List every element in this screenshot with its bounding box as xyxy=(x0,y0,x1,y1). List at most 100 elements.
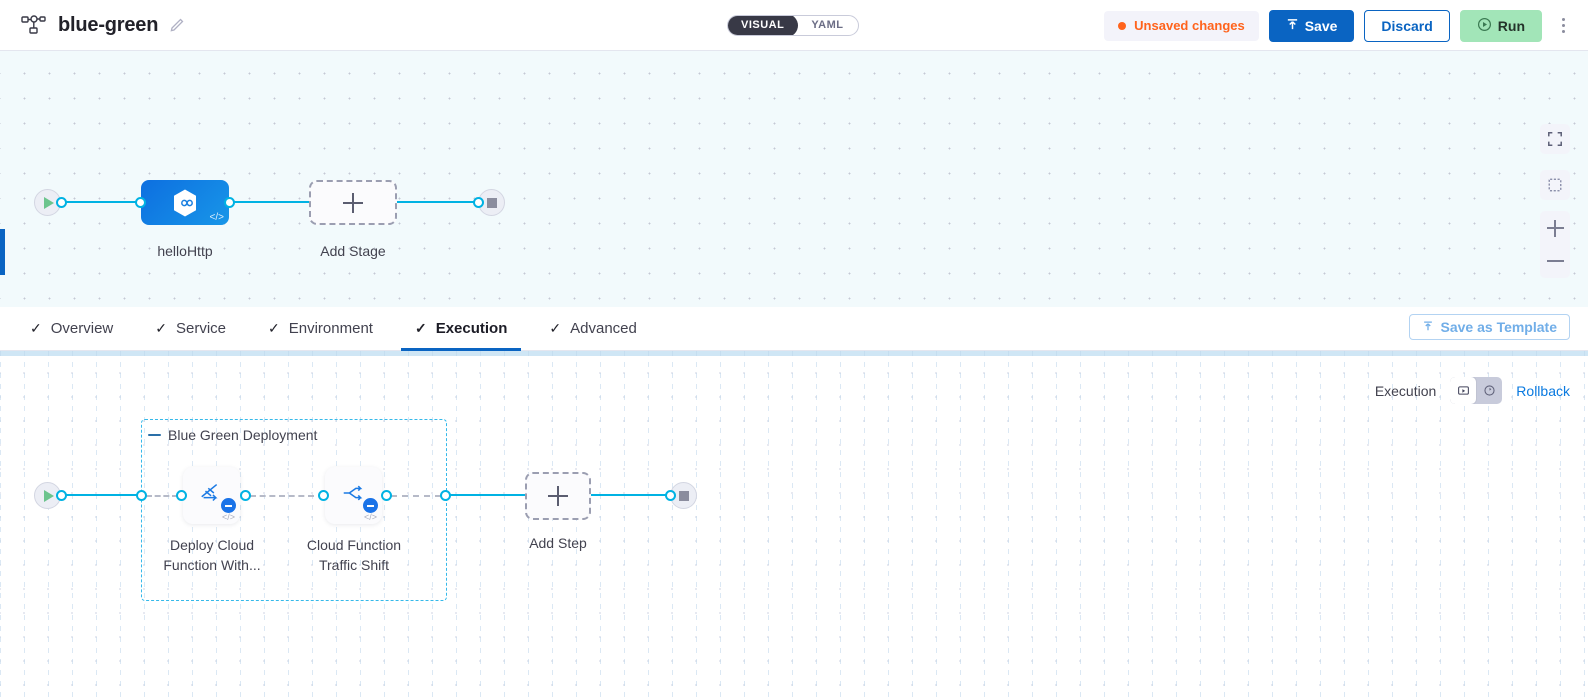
code-icon: </> xyxy=(221,512,235,522)
save-as-template-button[interactable]: Save as Template xyxy=(1408,314,1570,340)
save-button-label: Save xyxy=(1304,17,1338,34)
zoom-out-icon[interactable] xyxy=(1540,245,1570,278)
header-actions: Unsaved changes Save Discard Run xyxy=(1104,0,1574,51)
edge-start-to-group xyxy=(62,494,140,496)
tab-service-label: Service xyxy=(175,320,227,337)
check-icon: ✓ xyxy=(414,320,427,336)
edge-group-in-to-step1 xyxy=(146,495,178,497)
canvas-left-accent xyxy=(0,229,5,275)
rollback-link[interactable]: Rollback xyxy=(1516,382,1570,399)
execution-mode-toolbar: Execution Rollback xyxy=(1375,377,1570,404)
pipeline-icon xyxy=(21,15,47,35)
start-node-port[interactable] xyxy=(56,197,67,208)
execution-mode-label: Execution xyxy=(1374,382,1437,399)
stage-node-hellohttp[interactable]: </> xyxy=(141,180,229,225)
harness-hexagon-icon xyxy=(171,188,199,218)
step-group-blue-green-deployment[interactable] xyxy=(141,419,447,601)
plus-icon xyxy=(548,486,568,506)
play-start-icon xyxy=(44,196,54,209)
edge-start-to-stage xyxy=(62,201,146,203)
step-group-title[interactable]: Blue Green Deployment xyxy=(148,427,317,443)
zoom-in-icon[interactable] xyxy=(1540,212,1570,245)
header-left-group: blue-green xyxy=(0,14,185,37)
execution-end-port[interactable] xyxy=(665,490,676,501)
save-upload-icon xyxy=(1286,18,1299,34)
execution-canvas[interactable]: Execution Rollback xyxy=(0,351,1588,699)
status-badge: Unsaved changes xyxy=(1104,10,1259,41)
edge-stage-to-add xyxy=(230,201,310,203)
save-as-template-label: Save as Template xyxy=(1440,319,1557,335)
view-mode-toggle[interactable]: VISUAL YAML xyxy=(727,15,859,36)
group-output-port[interactable] xyxy=(440,490,451,501)
step-group-title-label: Blue Green Deployment xyxy=(168,427,318,443)
tab-yaml[interactable]: YAML xyxy=(797,16,857,35)
end-node-port[interactable] xyxy=(473,197,484,208)
add-step-label: Add Step xyxy=(529,535,587,551)
traffic-shift-icon xyxy=(340,479,368,512)
stage-input-port[interactable] xyxy=(135,197,146,208)
add-stage-button[interactable] xyxy=(309,180,397,225)
step2-label: Cloud Function Traffic Shift xyxy=(306,537,402,573)
minus-badge-icon xyxy=(221,498,236,513)
step2-output-port[interactable] xyxy=(381,490,392,501)
execution-rollback-toggle[interactable] xyxy=(1450,377,1503,404)
run-button-label: Run xyxy=(1497,17,1525,34)
tab-service[interactable]: ✓ Service xyxy=(155,307,226,351)
pencil-edit-icon[interactable] xyxy=(169,17,185,33)
step1-input-port[interactable] xyxy=(176,490,187,501)
page-title: blue-green xyxy=(58,13,159,36)
edge-group-to-add-step xyxy=(447,494,525,496)
fullscreen-icon[interactable] xyxy=(1540,124,1570,154)
kebab-menu-icon[interactable] xyxy=(1552,10,1574,42)
stop-end-icon xyxy=(486,197,497,208)
edge-add-to-end xyxy=(397,201,479,203)
add-stage-label: Add Stage xyxy=(320,243,386,259)
collapse-icon[interactable] xyxy=(148,433,161,437)
step-node-deploy-cloud-function[interactable]: </> xyxy=(183,467,240,524)
step2-input-port[interactable] xyxy=(318,490,329,501)
discard-button[interactable]: Discard xyxy=(1364,9,1450,42)
template-upload-icon xyxy=(1422,319,1434,335)
step-node-cloud-function-traffic-shift[interactable]: </> xyxy=(325,467,382,524)
check-icon: ✓ xyxy=(549,320,562,336)
app-header: blue-green VISUAL YAML Unsaved changes xyxy=(0,0,1588,51)
tab-environment[interactable]: ✓ Environment xyxy=(268,307,373,351)
stop-end-icon xyxy=(678,490,689,501)
execution-steps-icon[interactable] xyxy=(1450,377,1477,404)
tab-execution[interactable]: ✓ Execution xyxy=(400,307,522,351)
edge-step1-to-step2 xyxy=(250,495,314,497)
save-button[interactable]: Save xyxy=(1268,9,1355,42)
stage-output-port[interactable] xyxy=(224,197,235,208)
tab-execution-label: Execution xyxy=(435,320,508,337)
add-step-button[interactable] xyxy=(525,472,591,520)
tab-visual[interactable]: VISUAL xyxy=(727,16,799,35)
code-icon: </> xyxy=(363,512,377,522)
execution-start-node[interactable] xyxy=(34,482,61,509)
stage-node-label: helloHttp xyxy=(157,243,213,259)
status-dot-icon xyxy=(1118,21,1127,30)
tab-environment-label: Environment xyxy=(288,320,373,337)
edge-step2-to-group-out xyxy=(391,495,441,497)
stage-canvas[interactable]: </> helloHttp Add Stage xyxy=(0,51,1588,307)
code-icon: </> xyxy=(209,212,224,223)
tab-overview-label: Overview xyxy=(50,320,114,337)
zoom-controls[interactable] xyxy=(1540,211,1570,278)
minus-badge-icon xyxy=(363,498,378,513)
deploy-cloud-function-icon xyxy=(198,479,226,512)
check-icon: ✓ xyxy=(30,320,42,336)
rollback-arrow-icon[interactable] xyxy=(1476,377,1502,404)
tab-advanced[interactable]: ✓ Advanced xyxy=(549,307,636,351)
edge-add-step-to-end xyxy=(591,494,673,496)
step1-label: Deploy Cloud Function With... xyxy=(163,537,261,573)
status-badge-label: Unsaved changes xyxy=(1134,18,1245,33)
step1-output-port[interactable] xyxy=(240,490,251,501)
stage-tabbar: ✓ Overview ✓ Service ✓ Environment ✓ Exe… xyxy=(0,307,1588,351)
run-play-icon xyxy=(1477,17,1492,35)
run-button[interactable]: Run xyxy=(1459,9,1542,42)
tab-advanced-label: Advanced xyxy=(570,320,637,337)
execution-start-port[interactable] xyxy=(56,490,67,501)
group-input-port[interactable] xyxy=(136,490,147,501)
tab-overview[interactable]: ✓ Overview xyxy=(30,307,113,351)
fit-to-screen-icon[interactable] xyxy=(1540,170,1570,200)
